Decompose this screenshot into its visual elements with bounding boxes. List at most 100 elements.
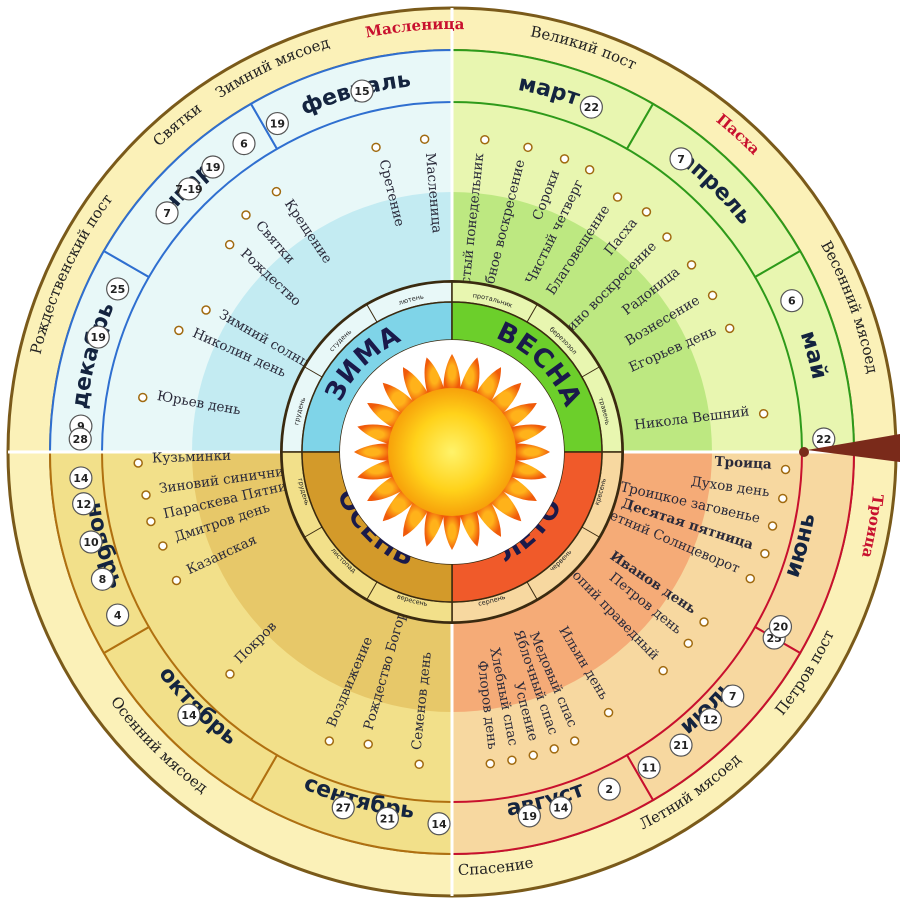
holiday-marker: [758, 408, 769, 419]
sun-ray: [402, 367, 429, 404]
svg-text:14: 14: [181, 709, 197, 722]
svg-text:20: 20: [773, 621, 789, 634]
date-badge: 19: [86, 325, 110, 349]
date-badge: 14: [549, 796, 573, 820]
sun-ray: [459, 509, 480, 547]
date-badge: 14: [177, 703, 201, 727]
sun-ray: [424, 357, 445, 395]
season-sector-light: [452, 102, 802, 452]
svg-text:7-19: 7-19: [175, 183, 203, 196]
date-badge: 19: [201, 155, 225, 179]
holiday-marker: [699, 617, 709, 627]
date-badge: 7-19: [175, 177, 203, 201]
sun-ray: [509, 424, 547, 445]
svg-text:8: 8: [99, 573, 107, 586]
svg-text:14: 14: [553, 802, 569, 815]
season-sector-light: [452, 452, 802, 802]
date-badge: 25: [106, 277, 130, 301]
season-sector-core: [192, 192, 452, 452]
svg-text:10: 10: [83, 536, 99, 549]
holiday-marker: [658, 665, 668, 676]
holiday-marker: [224, 239, 235, 250]
season-sector-core: [192, 452, 452, 712]
sun-ray: [382, 382, 415, 415]
sun-ray: [513, 443, 550, 461]
svg-text:21: 21: [380, 812, 395, 825]
svg-text:4: 4: [114, 609, 122, 622]
holiday-label: Кузьминки: [152, 448, 232, 467]
holiday-marker: [780, 464, 791, 475]
season-sector-core: [452, 192, 712, 452]
date-layer: 9192577-19196191522762225207122111214191…: [68, 79, 836, 836]
svg-text:7: 7: [677, 153, 685, 166]
svg-text:21: 21: [673, 739, 688, 752]
sun-ray: [357, 459, 395, 480]
holiday-label: Троица: [714, 454, 772, 473]
holiday-label: Масленица: [422, 152, 445, 234]
date-badge: 14: [69, 466, 93, 490]
svg-text:27: 27: [336, 802, 351, 815]
date-badge: 21: [669, 733, 693, 757]
svg-text:6: 6: [788, 295, 796, 308]
holiday-marker: [686, 260, 697, 270]
holiday-marker: [612, 192, 623, 202]
date-badge: 21: [375, 806, 400, 830]
svg-text:22: 22: [816, 433, 831, 446]
date-badge: 10: [79, 530, 103, 554]
date-badge: 22: [579, 95, 603, 119]
holiday-marker: [549, 744, 559, 754]
holiday-marker: [523, 142, 533, 153]
sun-ray: [489, 489, 522, 522]
season-sectors: [102, 102, 802, 802]
holiday-marker: [414, 759, 424, 770]
season-sector-light: [102, 102, 452, 452]
season-sector-light: [102, 452, 452, 802]
date-badge: 2: [597, 777, 621, 801]
holiday-marker: [363, 739, 373, 749]
holiday-marker: [745, 573, 755, 584]
svg-text:9: 9: [77, 420, 85, 433]
date-badge: 4: [106, 603, 130, 627]
holiday-marker: [171, 575, 182, 586]
holiday-marker: [569, 736, 580, 746]
sun-ray: [443, 513, 461, 550]
sun-ray: [443, 354, 461, 391]
svg-text:22: 22: [584, 101, 599, 114]
holiday-marker: [138, 392, 148, 403]
holiday-marker: [158, 541, 168, 551]
date-badge: 12: [698, 707, 723, 732]
holiday-marker: [528, 750, 539, 761]
date-badge: 22: [812, 427, 836, 451]
svg-text:7: 7: [163, 207, 171, 220]
holiday-marker: [146, 516, 156, 527]
holiday-marker: [419, 134, 430, 144]
sun-ray: [475, 367, 502, 404]
svg-text:2: 2: [605, 783, 613, 796]
svg-text:19: 19: [522, 810, 537, 823]
holiday-marker: [559, 154, 570, 164]
date-badge: 19: [265, 111, 289, 136]
holiday-marker: [225, 669, 235, 679]
sun-ray: [500, 402, 537, 429]
holiday-marker: [662, 232, 672, 242]
sun-ray: [382, 489, 415, 522]
sun-ray: [357, 424, 395, 445]
date-badge: 12: [72, 492, 96, 516]
date-badge: 27: [331, 796, 355, 820]
sun-ray: [354, 443, 391, 461]
svg-text:19: 19: [270, 118, 285, 131]
date-badge: 20: [768, 615, 793, 639]
date-badge: 7: [155, 201, 179, 225]
holiday-marker: [133, 458, 143, 468]
svg-text:25: 25: [110, 283, 125, 296]
date-badge: 6: [232, 131, 256, 156]
date-badge: 28: [68, 427, 92, 451]
date-badge: 7: [721, 684, 745, 708]
holiday-marker: [584, 165, 595, 175]
sun-disc: [388, 388, 516, 516]
svg-text:14: 14: [73, 472, 89, 485]
sun-ray: [459, 357, 480, 395]
sun-ray: [402, 500, 429, 537]
holiday-marker: [480, 134, 490, 145]
